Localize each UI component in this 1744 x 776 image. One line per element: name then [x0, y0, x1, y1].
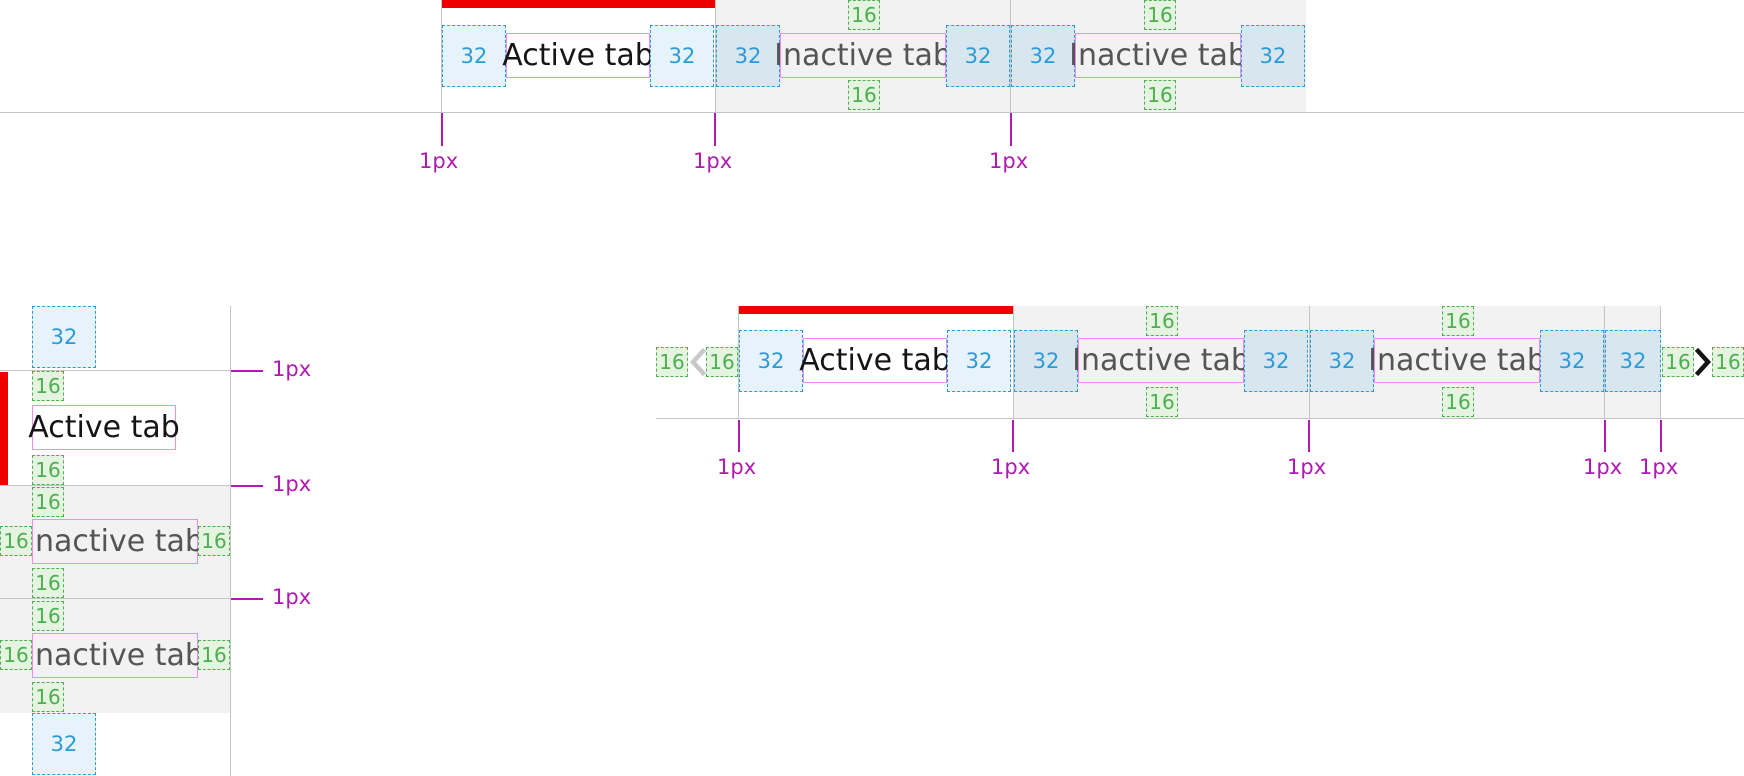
spacer-16: 16 — [848, 80, 880, 110]
border-width-label: 1px — [1639, 455, 1679, 479]
border-width-label: 1px — [419, 149, 459, 173]
tab-border — [1309, 306, 1310, 419]
border-width-label: 1px — [272, 472, 312, 496]
active-tab-indicator — [738, 306, 1013, 314]
border-width-label: 1px — [272, 585, 312, 609]
tab-border — [0, 370, 231, 371]
spacer-32: 32 — [947, 330, 1011, 392]
inactive-tab-label: Inactive tab — [1368, 338, 1546, 383]
spacer-32: 32 — [1011, 25, 1075, 87]
spacer-16: 16 — [32, 487, 64, 517]
tab-border — [0, 598, 231, 599]
measure-marker — [1012, 420, 1014, 452]
spacer-16: 16 — [848, 0, 880, 30]
spacer-16: 16 — [32, 682, 64, 712]
spacer-32: 32 — [32, 306, 96, 368]
spacer-32: 32 — [1540, 330, 1604, 392]
tab-border — [1010, 0, 1011, 112]
spacer-32: 32 — [650, 25, 714, 87]
spacer-16: 16 — [198, 526, 230, 556]
spacer-32: 32 — [32, 713, 96, 775]
spacer-16: 16 — [0, 640, 32, 670]
inactive-tab-label: Inactive tab — [1069, 33, 1247, 78]
measure-marker — [714, 113, 716, 146]
spacer-16: 16 — [198, 640, 230, 670]
inactive-tab-label: Inactive tab — [26, 519, 204, 564]
spacer-32: 32 — [1241, 25, 1305, 87]
spacer-32: 32 — [1605, 330, 1661, 392]
spacer-16: 16 — [32, 371, 64, 401]
inactive-tab-label: Inactive tab — [774, 33, 952, 78]
measure-marker — [231, 598, 263, 600]
spacer-16: 16 — [1712, 347, 1744, 377]
measure-marker — [1604, 420, 1606, 452]
spacer-16: 16 — [0, 526, 32, 556]
measure-marker — [1308, 420, 1310, 452]
measure-marker — [738, 420, 740, 452]
spacer-16: 16 — [1442, 306, 1474, 336]
spacer-16: 16 — [1146, 387, 1178, 417]
inactive-tabs-background — [0, 485, 231, 713]
spacer-16: 16 — [1146, 306, 1178, 336]
measure-marker — [441, 113, 443, 146]
border-width-label: 1px — [272, 357, 312, 381]
spacer-32: 32 — [1310, 330, 1374, 392]
spacer-16: 16 — [706, 347, 738, 377]
spacer-32: 32 — [442, 25, 506, 87]
border-width-label: 1px — [693, 149, 733, 173]
spacer-32: 32 — [1014, 330, 1078, 392]
measure-marker — [231, 485, 263, 487]
active-tab-indicator — [0, 372, 8, 485]
spacer-32: 32 — [739, 330, 803, 392]
spacer-16: 16 — [1442, 387, 1474, 417]
chevron-left-icon — [687, 347, 709, 377]
inactive-tab-label: Inactive tab — [26, 633, 204, 678]
tab-border — [1604, 306, 1605, 419]
inactive-tab-label: Inactive tab — [1072, 338, 1250, 383]
border-width-label: 1px — [717, 455, 757, 479]
tab-list-bottom-border — [656, 418, 1744, 419]
tab-list-side-border — [230, 306, 231, 776]
border-width-label: 1px — [991, 455, 1031, 479]
spacer-16: 16 — [1144, 0, 1176, 30]
spacer-16: 16 — [1144, 80, 1176, 110]
spacer-16: 16 — [32, 601, 64, 631]
active-tab-label: Active tab — [799, 338, 951, 383]
spacer-32: 32 — [946, 25, 1010, 87]
spacer-32: 32 — [1244, 330, 1308, 392]
spacer-16: 16 — [32, 455, 64, 485]
measure-marker — [231, 370, 263, 372]
tab-list-bottom-border — [0, 112, 1744, 113]
active-tab-label: Active tab — [28, 405, 180, 450]
measure-marker — [1010, 113, 1012, 146]
tab-border — [715, 0, 716, 112]
tab-border — [738, 306, 739, 419]
tab-border — [1013, 306, 1014, 419]
border-width-label: 1px — [1583, 455, 1623, 479]
spacer-16: 16 — [32, 568, 64, 598]
measure-marker — [1660, 420, 1662, 452]
border-width-label: 1px — [989, 149, 1029, 173]
border-width-label: 1px — [1287, 455, 1327, 479]
tab-border — [441, 0, 442, 112]
chevron-right-icon — [1692, 347, 1714, 377]
spacer-16: 16 — [1662, 347, 1694, 377]
active-tab-indicator — [441, 0, 715, 8]
active-tab-label: Active tab — [502, 33, 654, 78]
tab-border — [0, 485, 231, 486]
spacer-32: 32 — [716, 25, 780, 87]
spacer-16: 16 — [656, 347, 688, 377]
